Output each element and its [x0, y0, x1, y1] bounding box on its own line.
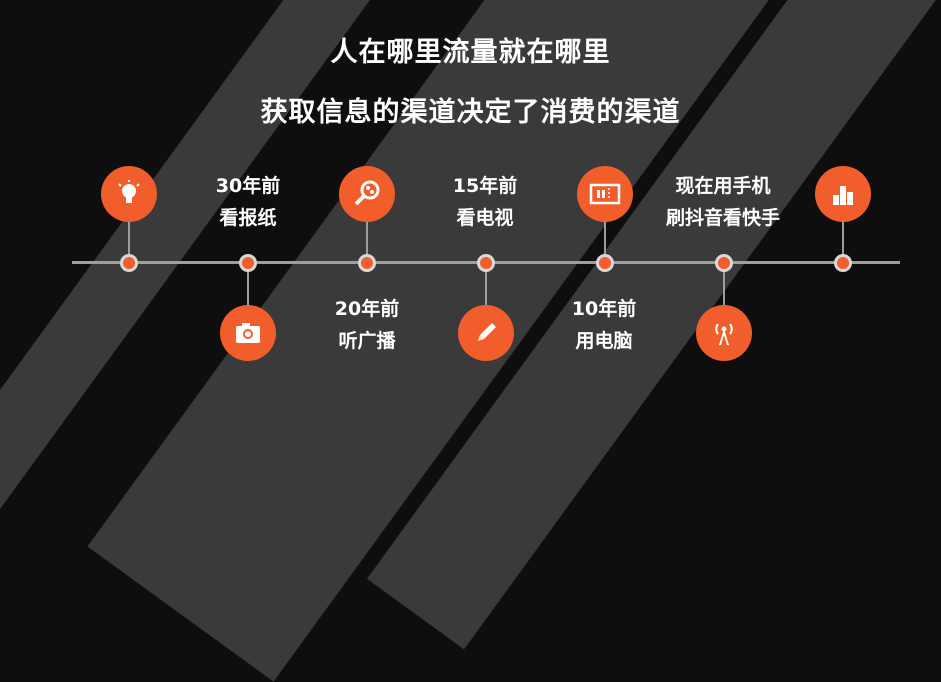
ticket-icon [577, 166, 633, 222]
timeline-label-time: 30年前 [215, 175, 281, 197]
timeline-stem [128, 220, 130, 262]
lightbulb-icon [101, 166, 157, 222]
timeline-dot [239, 254, 257, 272]
title-line-1: 人在哪里流量就在哪里 [330, 37, 611, 68]
timeline-label-time: 10年前 [571, 298, 637, 320]
magnifier-icon [339, 166, 395, 222]
timeline-stem [247, 264, 249, 310]
timeline-dot [715, 254, 733, 272]
timeline-label-activity: 看报纸 [219, 207, 277, 229]
timeline-label-activity: 刷抖音看快手 [665, 207, 780, 229]
timeline-label-computer: 10年前 用电脑 [551, 293, 657, 357]
timeline-label-activity: 看电视 [456, 207, 514, 229]
camera-icon [220, 305, 276, 361]
timeline-stem [485, 264, 487, 310]
timeline-label-time: 20年前 [334, 298, 400, 320]
timeline-stem [723, 264, 725, 310]
timeline-label-activity: 听广播 [338, 330, 396, 352]
timeline-label-radio: 20年前 听广播 [314, 293, 420, 357]
timeline-stem [842, 220, 844, 262]
timeline-stem [366, 220, 368, 262]
pencil-icon [458, 305, 514, 361]
signal-tower-icon [696, 305, 752, 361]
timeline-dot [596, 254, 614, 272]
timeline-dot [834, 254, 852, 272]
timeline-label-time: 15年前 [452, 175, 518, 197]
title-line-2: 获取信息的渠道决定了消费的渠道 [260, 97, 681, 128]
timeline-dot [477, 254, 495, 272]
timeline-label-time: 现在用手机 [675, 175, 771, 197]
timeline-label-mobile: 现在用手机 刷抖音看快手 [652, 170, 794, 234]
timeline-dot [120, 254, 138, 272]
timeline-label-tv: 15年前 看电视 [432, 170, 538, 234]
timeline-stem [604, 220, 606, 262]
bar-chart-icon [815, 166, 871, 222]
timeline-label-activity: 用电脑 [575, 330, 633, 352]
timeline-label-newspaper: 30年前 看报纸 [195, 170, 301, 234]
timeline-dot [358, 254, 376, 272]
